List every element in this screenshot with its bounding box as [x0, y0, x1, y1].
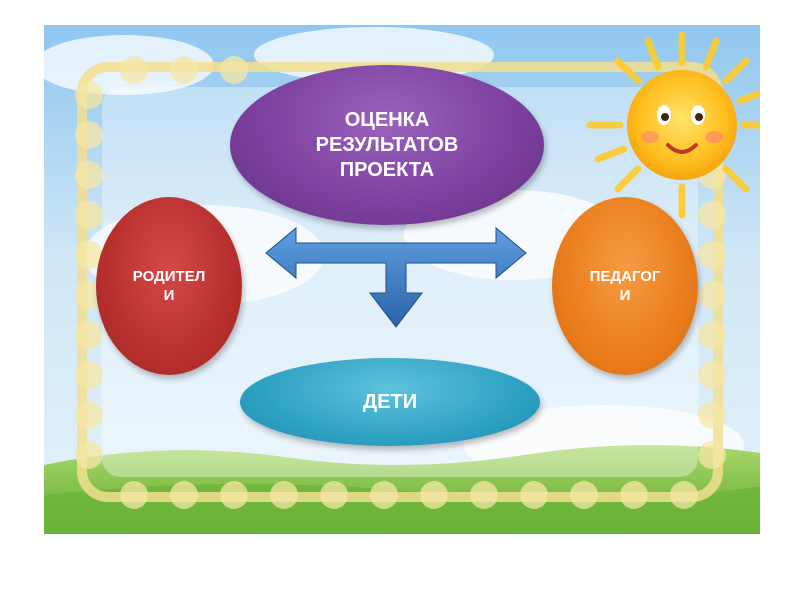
connector-arrows	[265, 226, 527, 328]
node-teachers-label: ПЕДАГОГ И	[589, 268, 661, 304]
node-teachers: ПЕДАГОГ И	[552, 197, 698, 375]
node-children-label: ДЕТИ	[362, 391, 418, 413]
sun-icon	[586, 31, 760, 219]
node-children: ДЕТИ	[240, 358, 540, 446]
frame-scallops	[75, 56, 726, 509]
node-parents-label: РОДИТЕЛ И	[132, 268, 206, 304]
node-project-evaluation-label: ОЦЕНКА РЕЗУЛЬТАТОВ ПРОЕКТА	[315, 108, 459, 181]
node-parents: РОДИТЕЛ И	[96, 197, 242, 375]
slide: ОЦЕНКА РЕЗУЛЬТАТОВ ПРОЕКТА РОДИТЕЛ И ПЕД…	[44, 25, 760, 534]
node-project-evaluation: ОЦЕНКА РЕЗУЛЬТАТОВ ПРОЕКТА	[230, 65, 544, 225]
double-arrow-horizontal	[265, 226, 527, 328]
